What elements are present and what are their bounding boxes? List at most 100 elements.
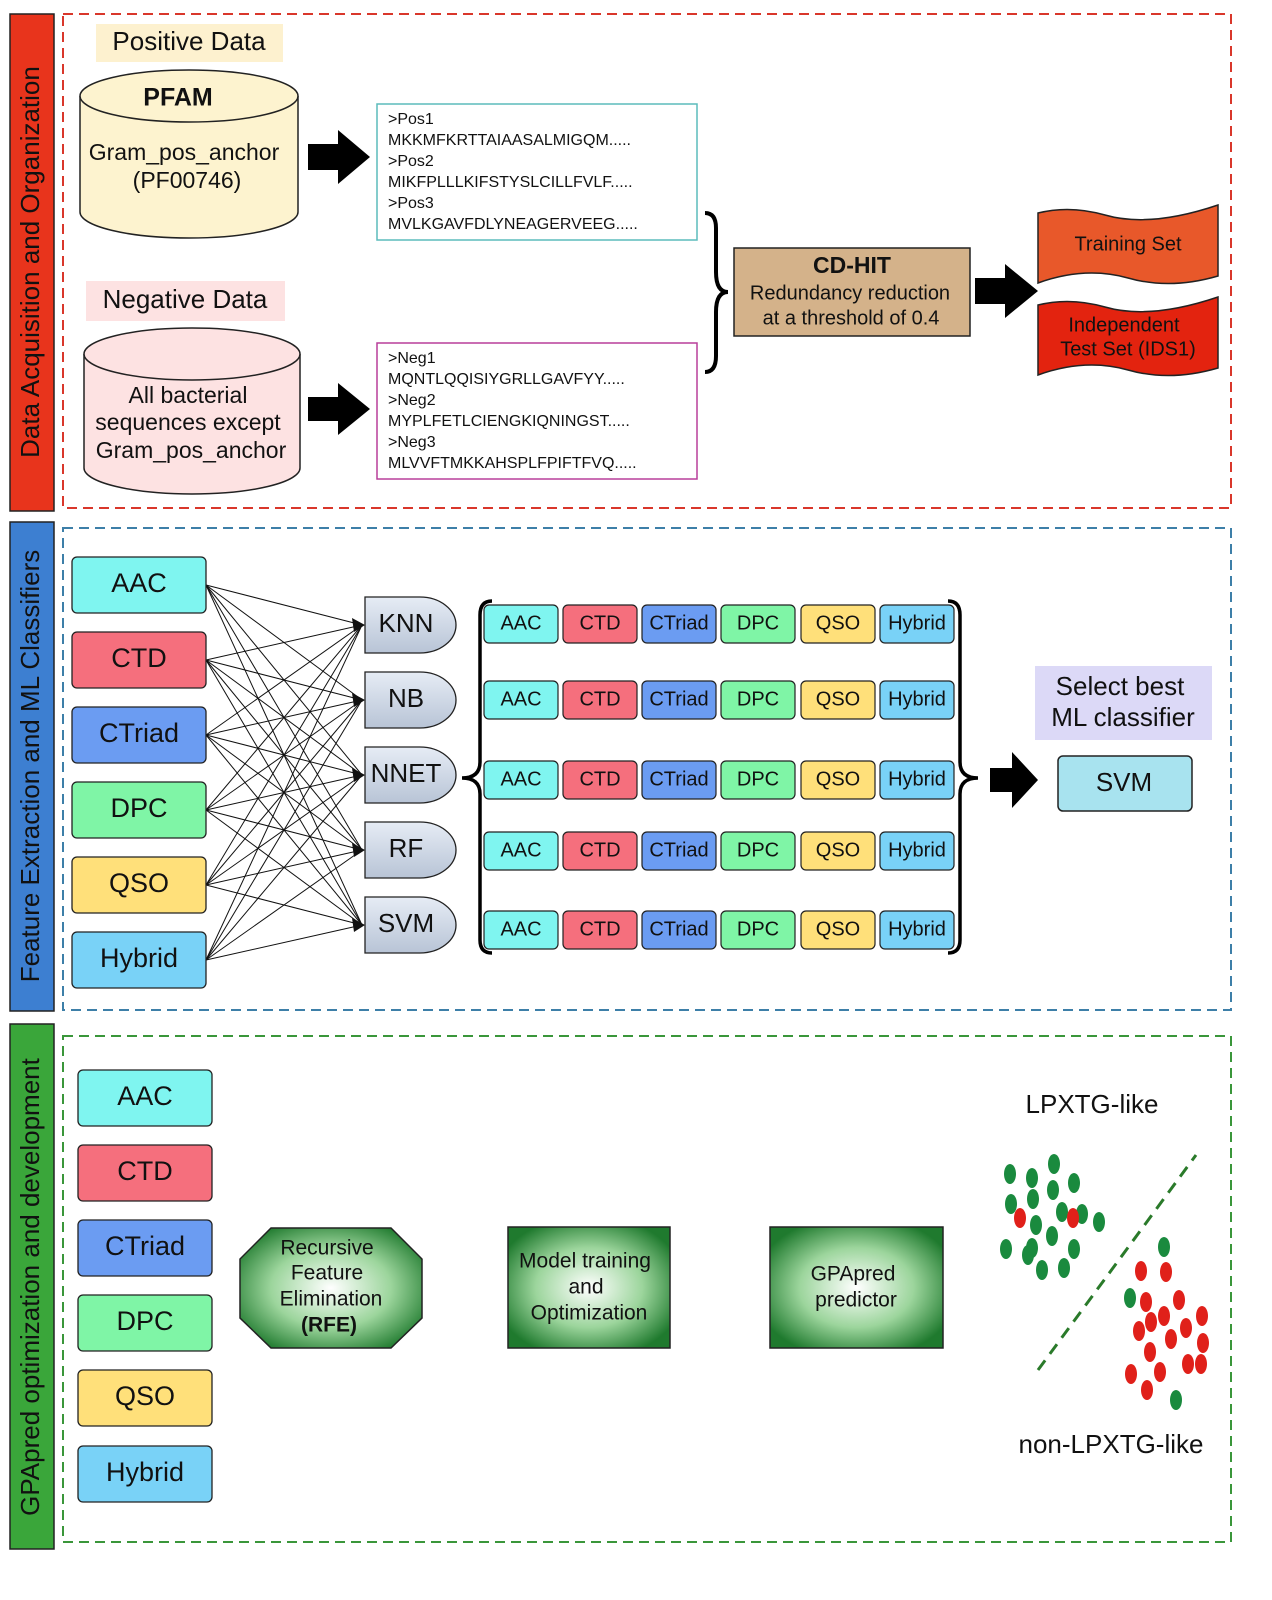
cdhit-title: CD-HIT — [813, 252, 891, 278]
red-sample-dot — [1173, 1290, 1185, 1310]
select-best-line-1: Select best — [1056, 671, 1185, 701]
negative-database-icon — [83, 327, 301, 495]
arrow-right-icon — [308, 383, 370, 435]
green-sample-dot — [1046, 1226, 1058, 1246]
grid-cell-ctd — [562, 604, 638, 644]
best-classifier-box — [1057, 755, 1193, 812]
grid-cell-label: AAC — [500, 612, 541, 634]
classifier-shape-nnet — [364, 746, 457, 804]
feature-label-dpc: DPC — [110, 793, 167, 823]
grid-cell-label: DPC — [737, 768, 779, 790]
sequence-line: >Pos2 — [388, 153, 434, 170]
test-set-line-2: Test Set (IDS1) — [1060, 338, 1196, 360]
grid-cell-ctd — [562, 910, 638, 950]
grid-cell-dpc — [720, 680, 796, 720]
red-sample-dot — [1182, 1354, 1194, 1374]
connection-line — [205, 924, 363, 961]
grid-cell-label: CTriad — [649, 688, 708, 710]
grid-cell-ctriad — [641, 910, 717, 950]
grid-cell-label: Hybrid — [888, 612, 946, 634]
feature-label-aac: AAC — [117, 1081, 173, 1111]
arrow-right-icon — [990, 752, 1038, 808]
green-sample-dot — [1047, 1180, 1059, 1200]
feature-label-qso: QSO — [115, 1381, 175, 1411]
section-frame-1 — [62, 13, 1232, 509]
green-sample-dot — [1022, 1245, 1034, 1265]
green-sample-dot — [1124, 1288, 1136, 1308]
red-sample-dot — [1196, 1306, 1208, 1326]
feature-box-aac — [77, 1069, 213, 1127]
green-sample-dot — [1068, 1239, 1080, 1259]
red-sample-dot — [1125, 1364, 1137, 1384]
negative-data-label: Negative Data — [103, 284, 268, 314]
grid-cell-label: CTD — [579, 768, 620, 790]
gpapred-box — [769, 1226, 944, 1349]
red-sample-dot — [1180, 1318, 1192, 1338]
cdhit-line-1: Redundancy reduction — [750, 282, 950, 304]
feature-label-aac: AAC — [111, 568, 167, 598]
grid-cell-label: AAC — [500, 768, 541, 790]
grid-cell-aac — [483, 680, 559, 720]
pfam-database-icon — [79, 69, 299, 239]
grid-cell-dpc — [720, 760, 796, 800]
sequence-line: >Pos3 — [388, 195, 434, 212]
connection-line — [205, 624, 363, 661]
feature-box-qso — [71, 856, 207, 914]
model-line-2: and — [568, 1276, 603, 1299]
merge-brace — [704, 211, 729, 374]
class-top-label: LPXTG-like — [1026, 1089, 1159, 1119]
classifier-shape-nb — [364, 671, 457, 729]
grid-cell-hybrid — [879, 910, 955, 950]
green-sample-dot — [1036, 1260, 1048, 1280]
red-sample-dot — [1135, 1261, 1147, 1281]
select-best-line-2: ML classifier — [1051, 702, 1195, 732]
feature-label-ctriad: CTriad — [105, 1231, 185, 1261]
grid-cell-label: QSO — [816, 839, 860, 861]
model-line-3: Optimization — [531, 1302, 648, 1325]
training-set-banner — [1037, 203, 1219, 285]
grid-cell-label: QSO — [816, 688, 860, 710]
model-line-1: Model training — [519, 1250, 651, 1273]
green-sample-dot — [1004, 1164, 1016, 1184]
grid-cell-label: Hybrid — [888, 839, 946, 861]
arrowhead-icon — [352, 693, 365, 707]
sequence-line: MYPLFETLCIENGKIQNINGST..... — [388, 413, 630, 430]
positive-sequences-box — [376, 103, 698, 241]
green-sample-dot — [1005, 1194, 1017, 1214]
grid-cell-hybrid — [879, 604, 955, 644]
green-sample-dot — [1000, 1239, 1012, 1259]
feature-box-dpc — [77, 1294, 213, 1352]
feature-box-ctriad — [77, 1219, 213, 1277]
grid-cell-ctriad — [641, 831, 717, 871]
section-title-2: Feature Extraction and ML Classifiers — [15, 550, 45, 983]
grid-cell-label: AAC — [500, 839, 541, 861]
rfe-octagon — [239, 1227, 423, 1349]
grid-cell-label: CTriad — [649, 839, 708, 861]
grid-cell-dpc — [720, 604, 796, 644]
arrowhead-icon — [352, 843, 365, 857]
feature-label-ctd: CTD — [117, 1156, 173, 1186]
green-sample-dot — [1030, 1215, 1042, 1235]
sequence-line: >Neg3 — [388, 434, 436, 451]
class-bottom-label: non-LPXTG-like — [1019, 1429, 1204, 1459]
connection-line — [205, 584, 363, 626]
grid-cell-qso — [800, 760, 876, 800]
negative-db-line-1: All bacterial — [129, 382, 248, 408]
rfe-line-3: Elimination — [280, 1288, 383, 1311]
green-sample-dot — [1058, 1258, 1070, 1278]
cdhit-box — [733, 247, 971, 337]
grid-left-brace — [461, 599, 493, 955]
sequence-line: MIKFPLLLKIFSTYSLCILLFVLF..... — [388, 174, 633, 191]
connection-line — [205, 624, 363, 886]
grid-right-brace — [947, 599, 979, 955]
rfe-line-2: Feature — [291, 1262, 363, 1285]
green-sample-dot — [1056, 1202, 1068, 1222]
classifier-label-knn: KNN — [379, 608, 434, 638]
grid-cell-label: CTriad — [649, 612, 708, 634]
sequence-line: >Pos1 — [388, 111, 434, 128]
decision-boundary — [1036, 1154, 1198, 1371]
grid-cell-qso — [800, 831, 876, 871]
feature-label-ctriad: CTriad — [99, 718, 179, 748]
negative-db-line-3: Gram_pos_anchor — [96, 437, 287, 463]
